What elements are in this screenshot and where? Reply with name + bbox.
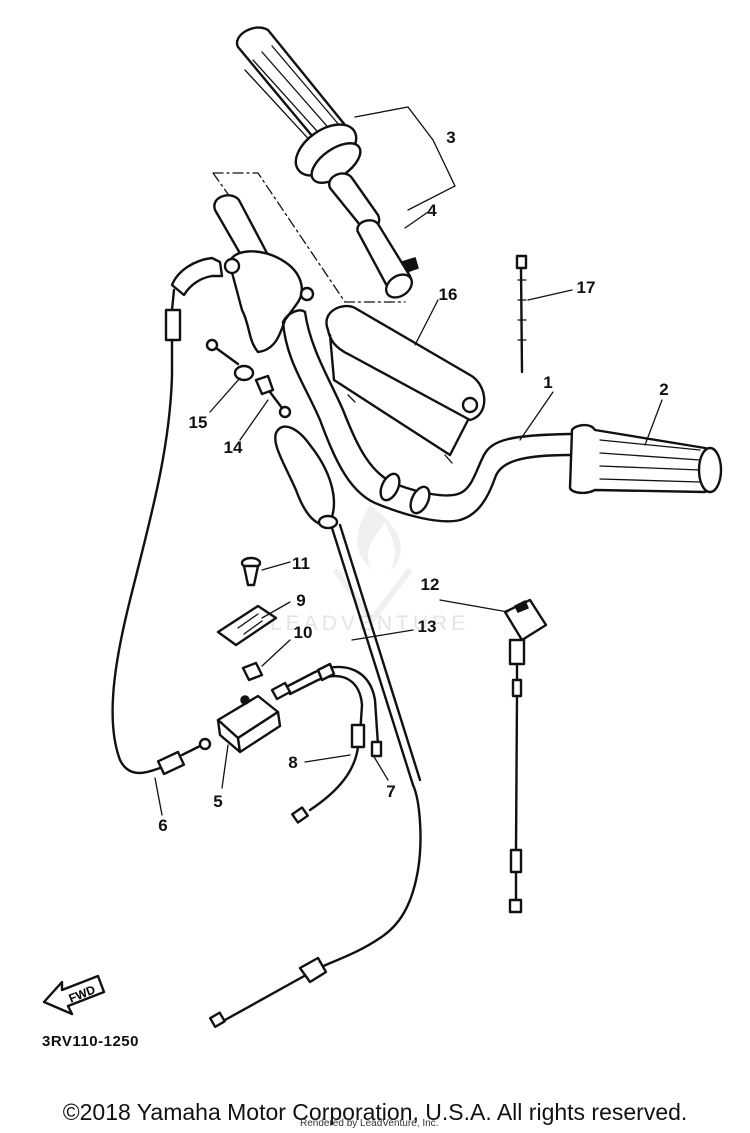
watermark-logo xyxy=(332,505,413,626)
callout-3: 3 xyxy=(446,128,455,147)
callout-9: 9 xyxy=(296,591,305,610)
watermark-text: LEADVENTURE xyxy=(270,612,470,635)
plate-part-9 xyxy=(216,604,278,647)
callout-11: 11 xyxy=(292,554,310,573)
callout-14: 14 xyxy=(224,438,243,457)
left-grip-part-3 xyxy=(235,26,362,184)
callout-13: 13 xyxy=(418,617,437,636)
callout-5: 5 xyxy=(213,792,222,811)
callout-6: 6 xyxy=(158,816,167,835)
handlebar-part-1 xyxy=(281,309,572,523)
copyright-notice: ©2018 Yamaha Motor Corporation, U.S.A. A… xyxy=(62,1099,688,1125)
screw-part-15 xyxy=(205,338,255,382)
callout-4: 4 xyxy=(427,201,437,220)
cable-band-part-17 xyxy=(515,254,528,374)
choke-cable-part-12 xyxy=(503,598,548,914)
callout-7: 7 xyxy=(386,782,395,801)
throttle-cable-part-13 xyxy=(208,425,422,1029)
diagram-code: 3RV110-1250 xyxy=(42,1033,139,1050)
callout-16: 16 xyxy=(439,285,458,304)
callout-2: 2 xyxy=(659,380,668,399)
callout-17: 17 xyxy=(577,278,596,297)
callout-10: 10 xyxy=(294,623,313,642)
cables-parts-7-8 xyxy=(270,662,383,824)
callout-8: 8 xyxy=(288,753,297,772)
bracket-part-10 xyxy=(241,661,264,682)
switch-housing xyxy=(223,250,315,354)
callout-1: 1 xyxy=(543,373,552,392)
right-grip-part-2 xyxy=(568,423,723,495)
throttle-tube-part-4 xyxy=(328,172,419,299)
fwd-arrow-icon: FWD xyxy=(42,974,106,1016)
bracket-part-3 xyxy=(354,106,456,211)
cable-part-6 xyxy=(111,256,224,776)
rendered-by-notice: Rendered by LeadVenture, Inc. xyxy=(300,1118,439,1129)
handlebar-pad-part-16 xyxy=(325,304,486,464)
leader-lines xyxy=(154,211,663,816)
screw-part-11 xyxy=(240,556,262,587)
callout-12: 12 xyxy=(421,575,440,594)
switch-part-5 xyxy=(216,694,282,754)
callout-15: 15 xyxy=(189,413,208,432)
adjuster-part-14 xyxy=(254,374,292,419)
